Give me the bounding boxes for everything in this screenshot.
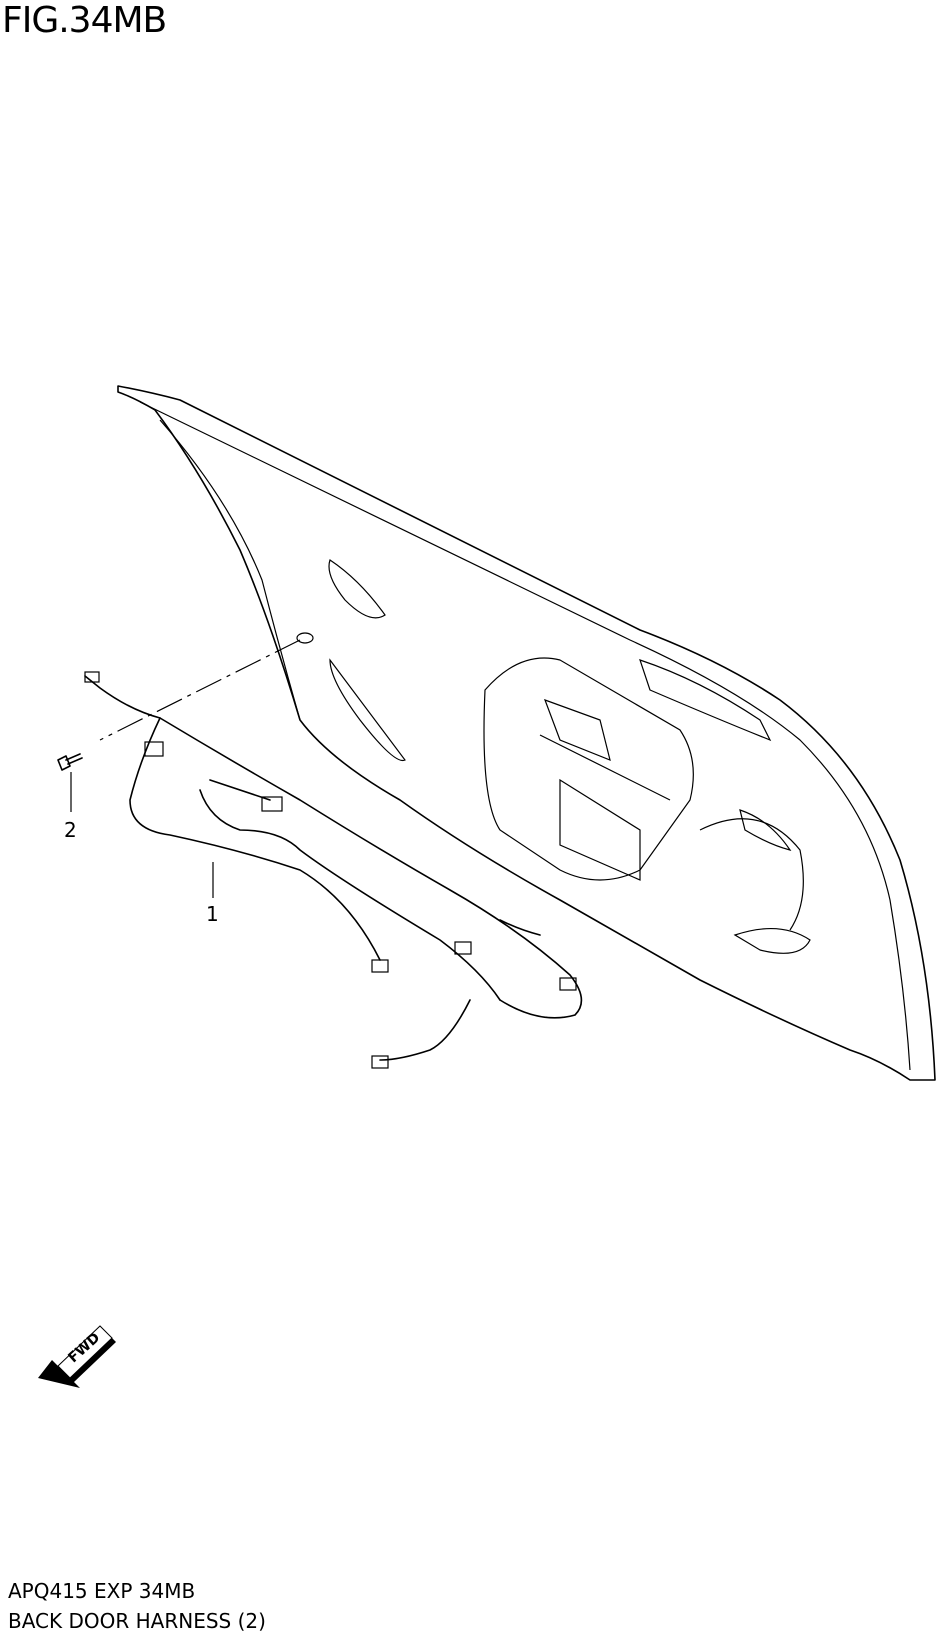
figure-code: APQ415 EXP 34MB [8, 1579, 196, 1603]
fwd-arrow-icon [38, 1325, 116, 1388]
callout-1: 1 [206, 902, 219, 926]
leader-line [99, 639, 301, 741]
back-door-panel [117, 385, 936, 1081]
harness [84, 671, 583, 1069]
connector [144, 741, 164, 757]
callout-2: 2 [64, 818, 77, 842]
bolt [57, 753, 83, 771]
figure-title: FIG.34MB [2, 0, 167, 41]
figure-name: BACK DOOR HARNESS (2) [8, 1609, 266, 1633]
